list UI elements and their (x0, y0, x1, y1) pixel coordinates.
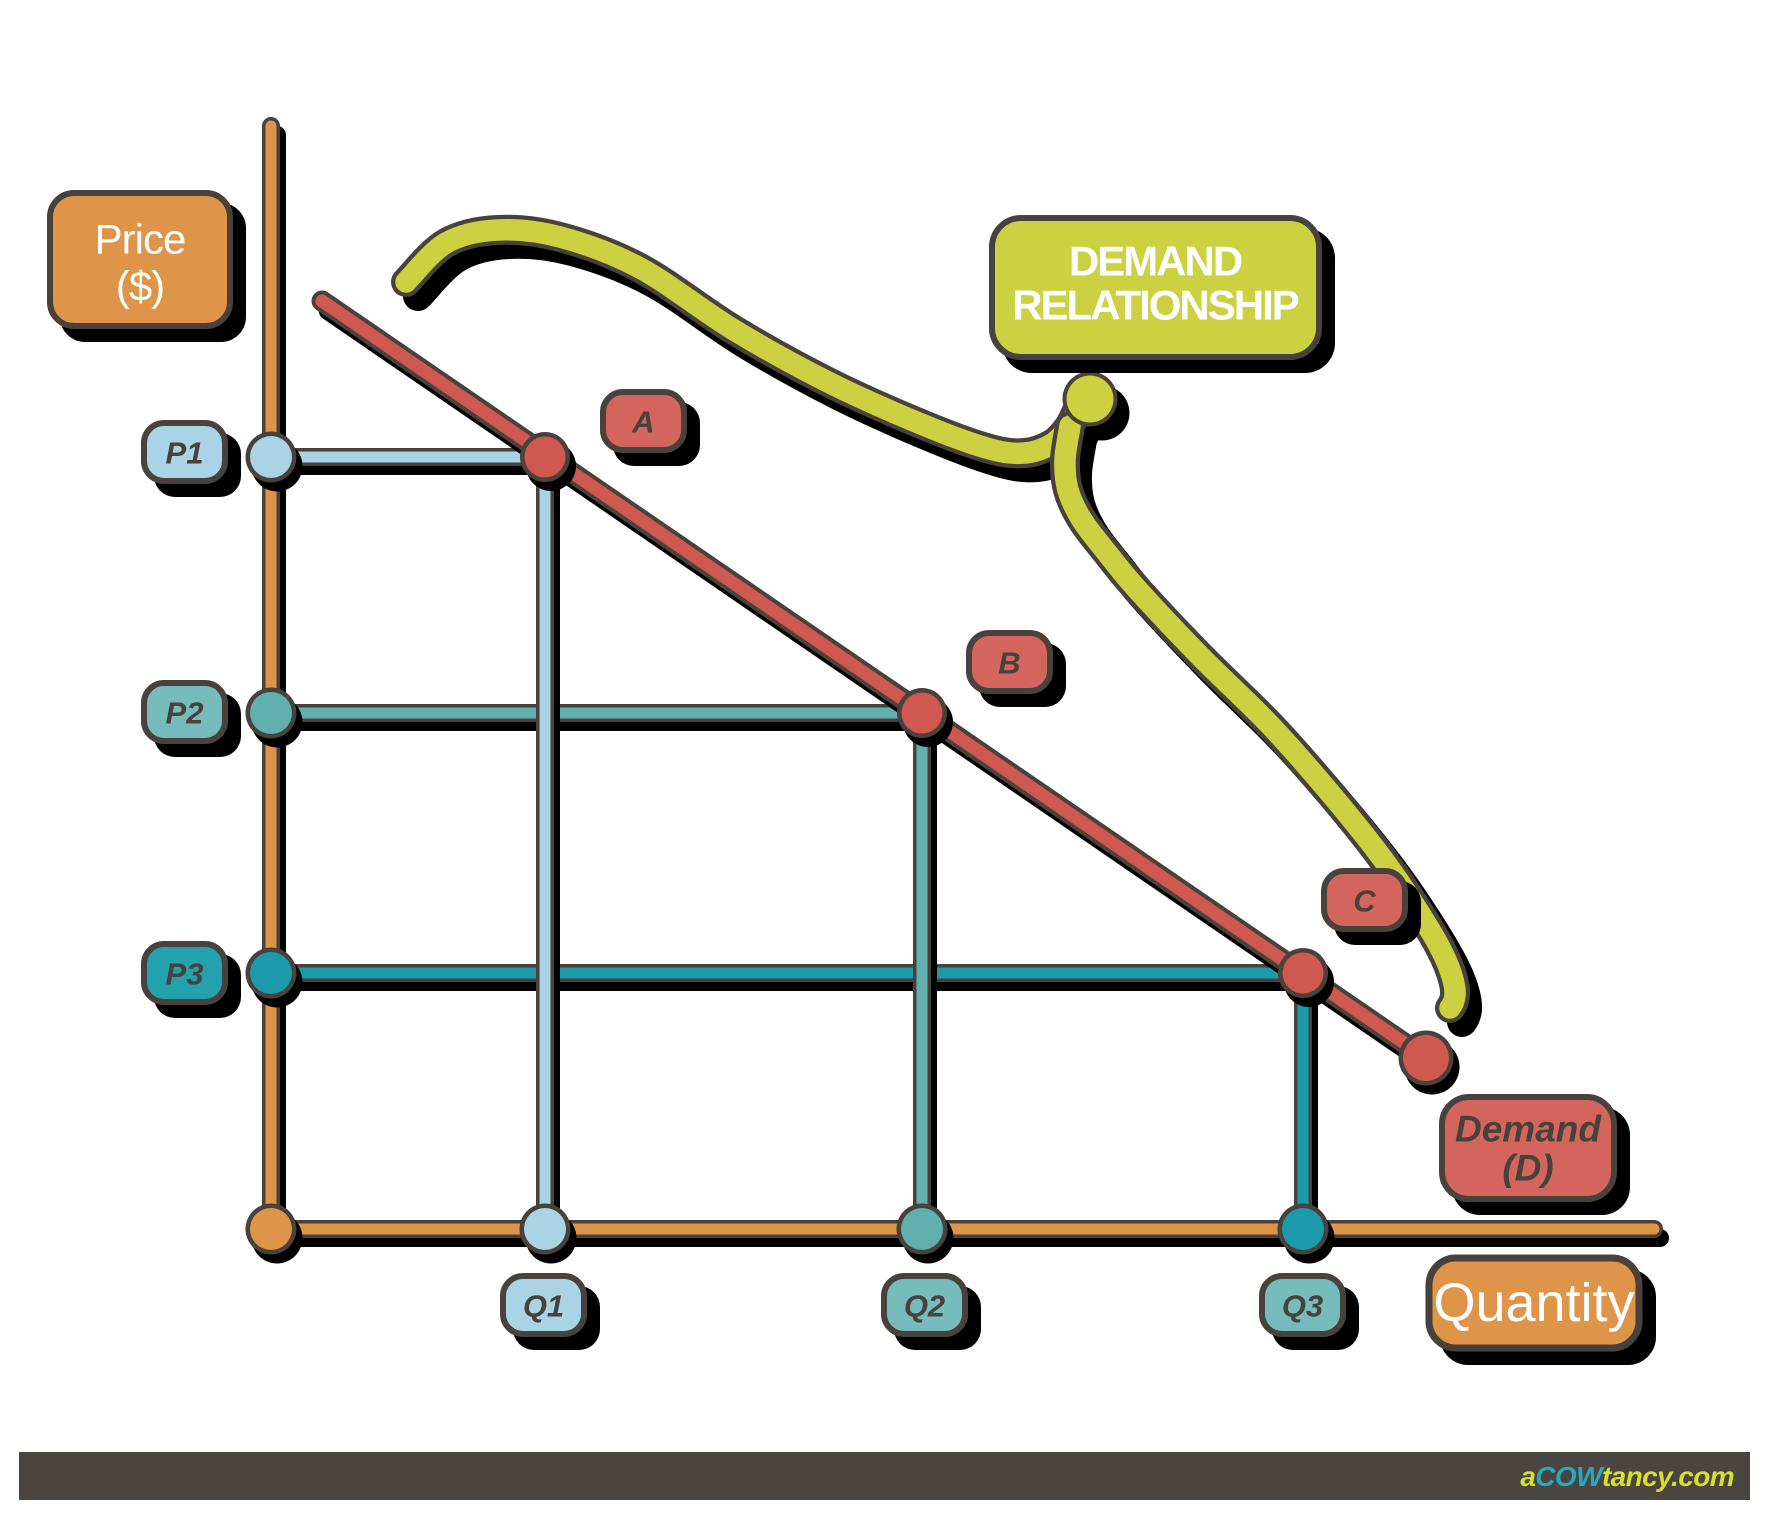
svg-text:DEMAND: DEMAND (1069, 238, 1242, 285)
svg-text:Q2: Q2 (904, 1289, 945, 1324)
svg-text:aCOWtancy.com: aCOWtancy.com (1520, 1461, 1734, 1492)
svg-text:Q3: Q3 (1282, 1289, 1323, 1324)
svg-text:B: B (998, 646, 1020, 681)
svg-text:C: C (1353, 884, 1376, 919)
svg-text:(D): (D) (1502, 1148, 1553, 1189)
svg-text:A: A (631, 405, 654, 440)
svg-text:P3: P3 (166, 957, 204, 992)
svg-text:P1: P1 (166, 436, 204, 471)
svg-text:Price: Price (95, 216, 186, 263)
svg-text:Demand: Demand (1455, 1109, 1602, 1150)
svg-text:RELATIONSHIP: RELATIONSHIP (1012, 282, 1299, 329)
svg-text:Quantity: Quantity (1433, 1273, 1634, 1333)
svg-text:P2: P2 (166, 696, 204, 731)
svg-text:Q1: Q1 (523, 1289, 564, 1324)
svg-text:($): ($) (116, 263, 164, 310)
